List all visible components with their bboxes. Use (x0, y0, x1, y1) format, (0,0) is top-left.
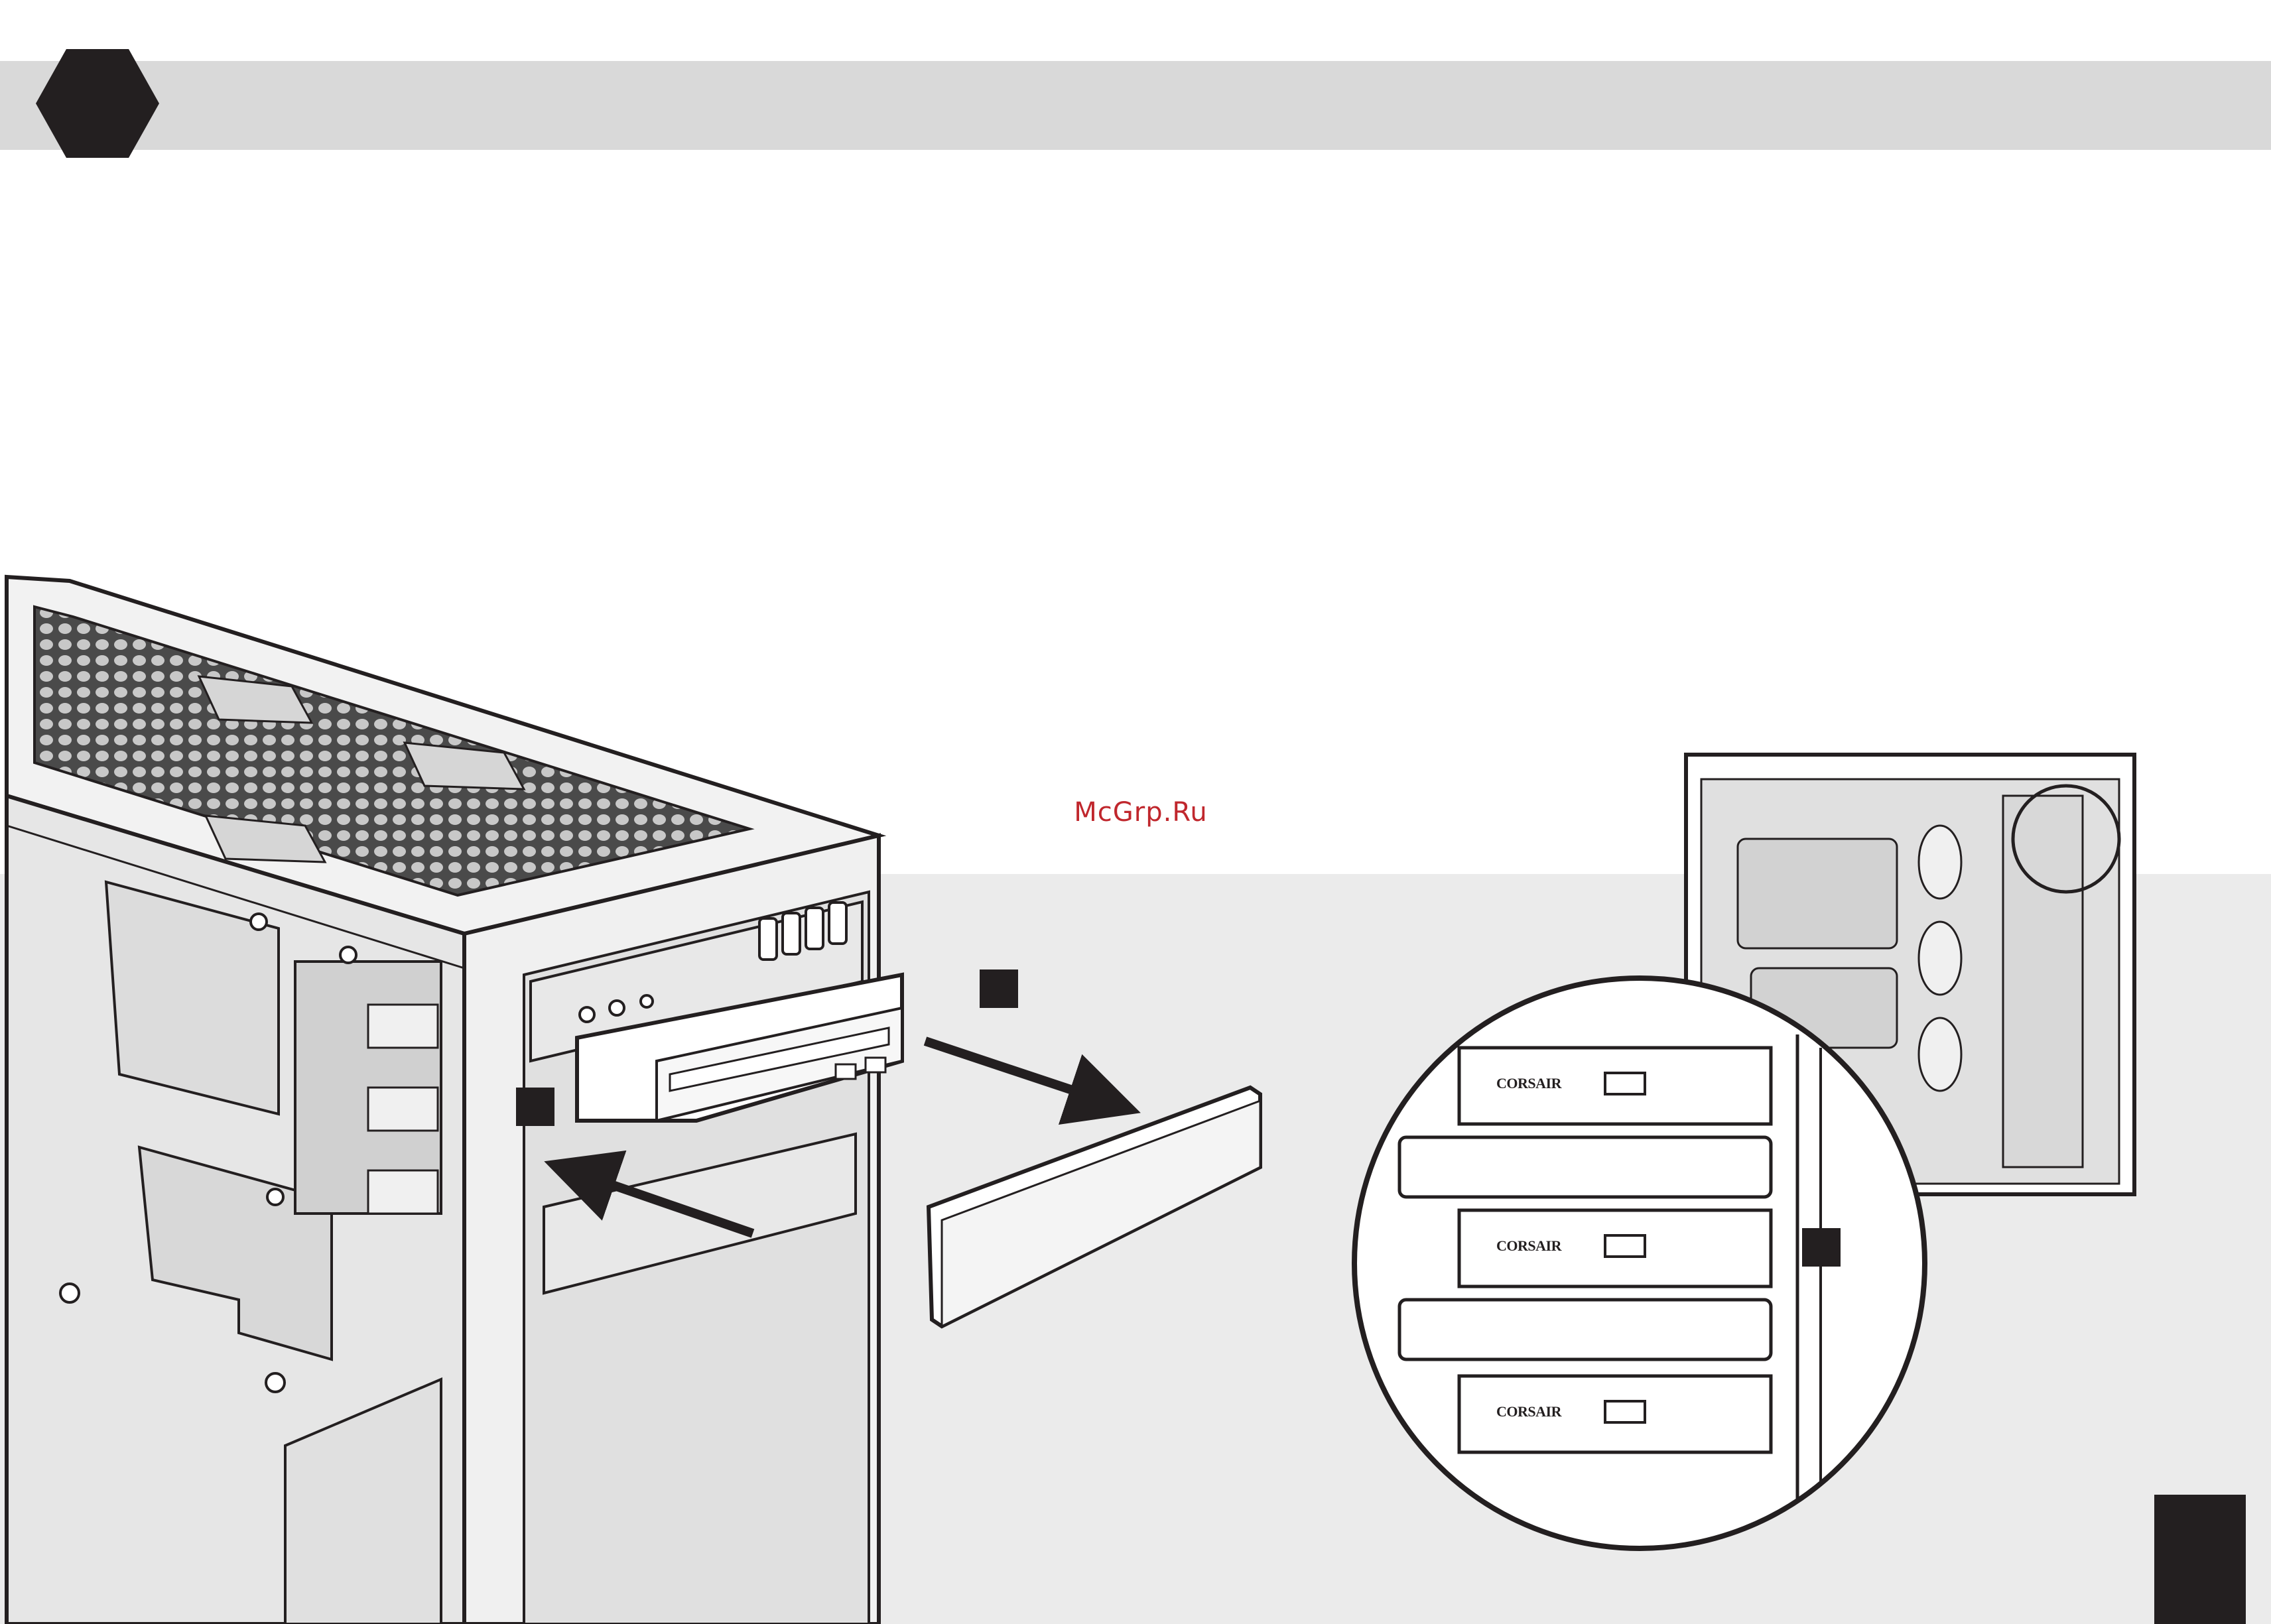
remove-arrow (925, 1041, 1114, 1104)
square-step-marker-icon (1802, 1228, 1841, 1267)
case-side-panel (7, 796, 464, 1624)
square-step-marker-icon (980, 969, 1018, 1008)
brand-label: CORSAIR (1496, 1237, 1561, 1255)
watermark: McGrp.Ru (1035, 794, 1247, 830)
square-step-marker-icon (516, 1088, 554, 1126)
case-front-panel (464, 836, 879, 1624)
brand-label: CORSAIR (1496, 1075, 1561, 1092)
page-tab-marker (2154, 1495, 2246, 1624)
brand-label: CORSAIR (1496, 1403, 1561, 1420)
bay-cover (929, 1088, 1260, 1326)
